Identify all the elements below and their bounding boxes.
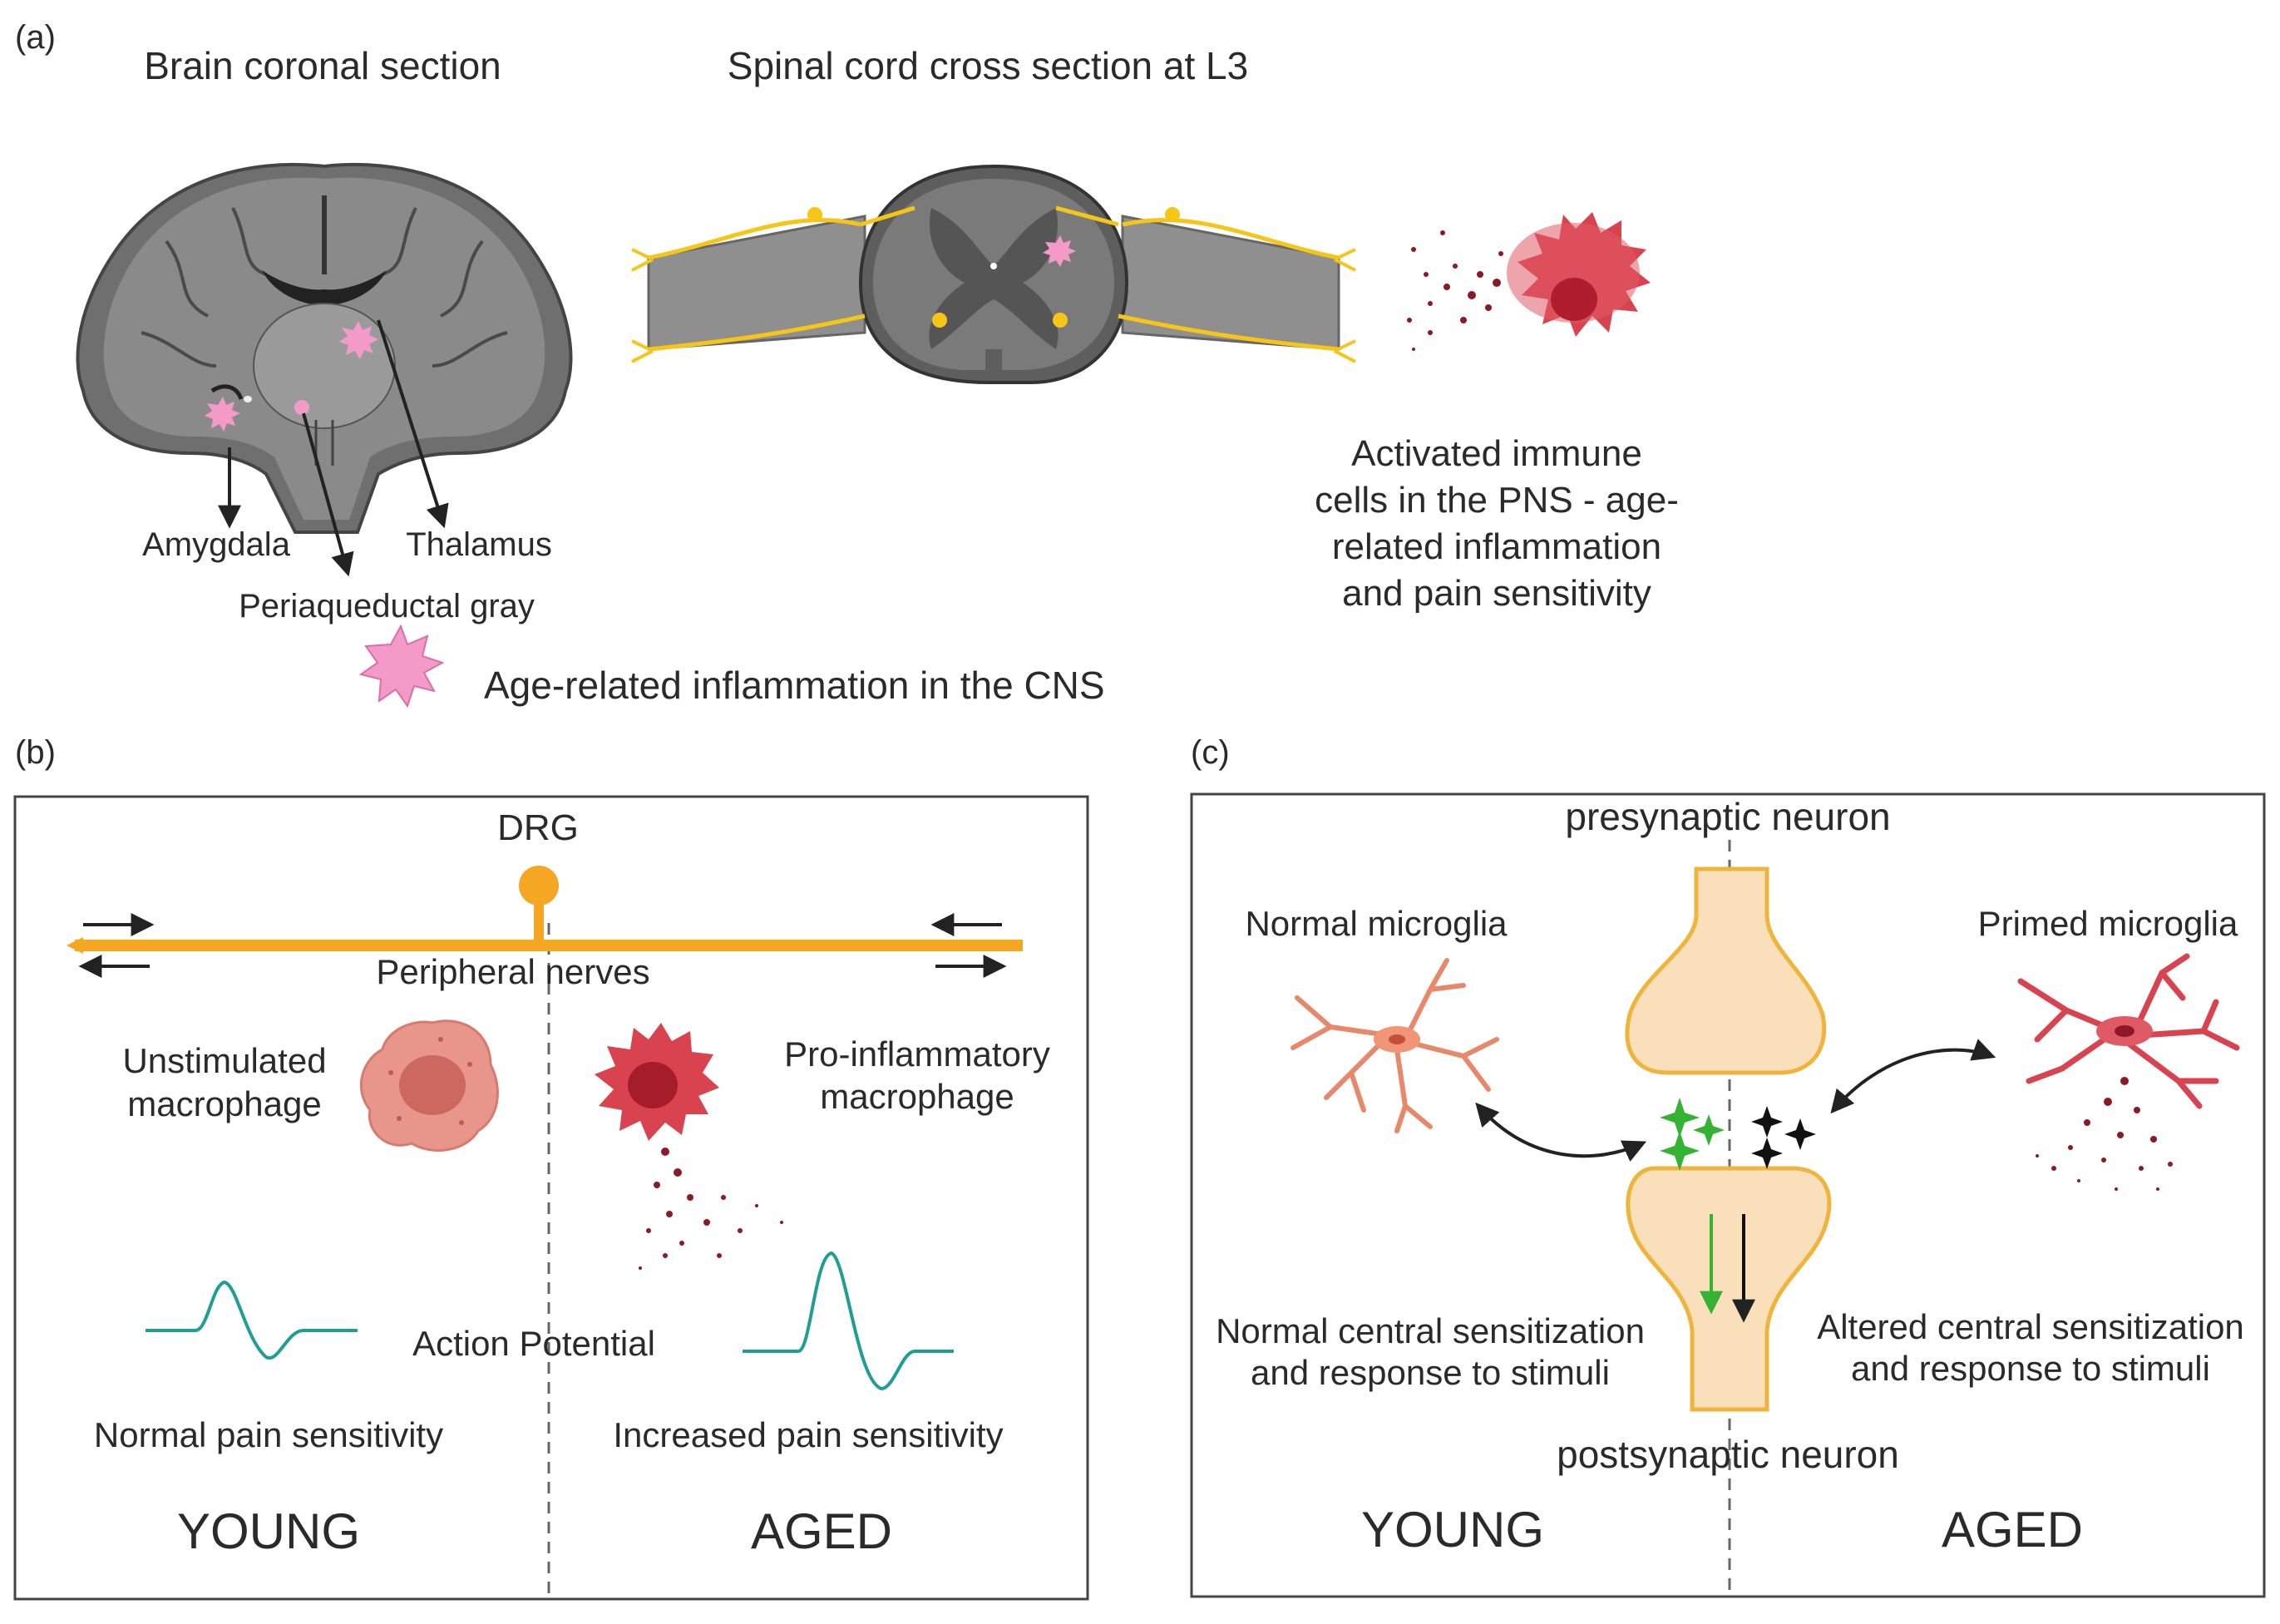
green-neurotransmitters [1660, 1098, 1725, 1171]
spinal-cord-title: Spinal cord cross section at L3 [728, 44, 1248, 87]
unstimulated-label-line2: macrophage [127, 1084, 321, 1123]
thalamus-label: Thalamus [406, 526, 552, 563]
brain-coronal-illustration [76, 162, 573, 534]
drg-nerve [67, 866, 1023, 954]
activated-immune-cell [1407, 212, 1651, 351]
panel-b: (b) DRG Peripheral nerves Unstimulated m… [13, 734, 1089, 1601]
inflammation-legend-icon [358, 624, 445, 708]
peripheral-nerves-label: Peripheral nerves [376, 952, 649, 991]
drg-label: DRG [497, 807, 579, 848]
normal-sensitization-line2: and response to stimuli [1251, 1353, 1610, 1392]
postsynaptic-terminal [1626, 1166, 1832, 1412]
increased-pain-label: Increased pain sensitivity [613, 1415, 1003, 1454]
aged-label-b: AGED [751, 1503, 892, 1559]
thalamus-pointer [377, 319, 449, 529]
panel-b-letter: (b) [15, 734, 56, 771]
pro-inflammatory-macrophage [595, 1023, 783, 1270]
action-potential-label: Action Potential [412, 1324, 655, 1363]
legend-label: Age-related inflammation in the CNS [484, 664, 1105, 707]
aged-label-c: AGED [1942, 1502, 2083, 1557]
altered-sensitization-line1: Altered central sensitization [1817, 1307, 2244, 1346]
immune-caption-line4: and pain sensitivity [1342, 573, 1651, 614]
pro-inflammatory-label-line2: macrophage [820, 1077, 1014, 1116]
normal-microglia-label: Normal microglia [1245, 904, 1508, 943]
pro-inflammatory-label-line1: Pro-inflammatory [784, 1034, 1050, 1074]
spinal-cord-illustration [631, 164, 1356, 384]
immune-caption-line1: Activated immune [1351, 433, 1642, 474]
brain-section-title: Brain coronal section [144, 44, 501, 87]
normal-pain-label: Normal pain sensitivity [94, 1415, 443, 1454]
normal-sensitization-line1: Normal central sensitization [1216, 1311, 1645, 1350]
normal-action-potential-trace [146, 1280, 358, 1360]
panel-c: (c) presynaptic neuron Normal microglia … [1190, 734, 2266, 1598]
presynaptic-label: presynaptic neuron [1565, 795, 1890, 838]
panel-a: (a) Brain coronal section Spinal cord cr… [15, 19, 1679, 708]
young-label-c: YOUNG [1361, 1502, 1544, 1557]
presynaptic-terminal [1625, 866, 1827, 1075]
amygdala-label: Amygdala [142, 526, 291, 563]
immune-caption-line3: related inflammation [1332, 526, 1661, 567]
panel-b-frame [13, 795, 1089, 1601]
panel-a-letter: (a) [15, 19, 56, 56]
young-label-b: YOUNG [177, 1503, 360, 1559]
normal-microglia-cell [1291, 958, 1499, 1133]
panel-c-frame [1190, 792, 2266, 1598]
altered-sensitization-line2: and response to stimuli [1851, 1349, 2210, 1388]
normal-microglia-interaction-arrow [1475, 1102, 1647, 1162]
primed-microglia-cell [2017, 953, 2240, 1109]
postsynaptic-label: postsynaptic neuron [1557, 1433, 1899, 1476]
immune-caption-line2: cells in the PNS - age- [1315, 480, 1679, 521]
pag-label: Periaqueductal gray [239, 588, 535, 624]
primed-microglia-interaction-arrow [1830, 1039, 1996, 1114]
panel-c-letter: (c) [1191, 734, 1230, 771]
increased-action-potential-trace [743, 1251, 954, 1391]
black-neurotransmitters [1751, 1106, 1816, 1169]
pag-pointer [302, 412, 354, 577]
cytokine-dots [2036, 1077, 2173, 1191]
primed-microglia-label: Primed microglia [1978, 904, 2238, 943]
unstimulated-label-line1: Unstimulated [122, 1041, 326, 1080]
unstimulated-macrophage [359, 1019, 499, 1152]
immune-cell-caption: Activated immune cells in the PNS - age-… [1315, 433, 1679, 614]
